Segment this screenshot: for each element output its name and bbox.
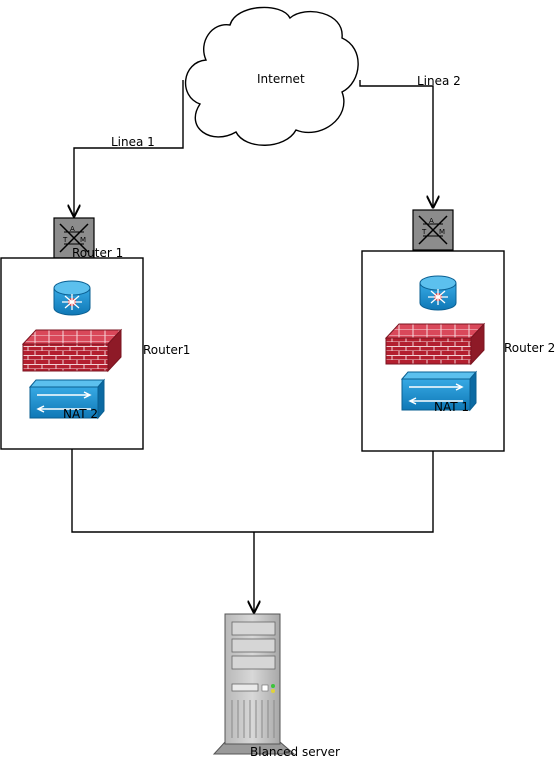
nat-switch-icon bbox=[400, 370, 478, 412]
internet-label: Internet bbox=[257, 72, 305, 86]
layer3-switch-icon bbox=[53, 280, 91, 316]
router-1-group: A T M Router 1 Router1 NAT 2 bbox=[0, 217, 190, 450]
router-2-group: A T M Router 2 NAT 1 bbox=[361, 209, 555, 452]
svg-text:T: T bbox=[62, 236, 68, 244]
atm-switch-icon: A T M bbox=[53, 217, 95, 259]
svg-text:M: M bbox=[80, 236, 86, 244]
router-1-nat-label: NAT 2 bbox=[63, 407, 98, 421]
router-2-side-label: Router 2 bbox=[504, 341, 555, 355]
link-linea-1: Linea 1 bbox=[74, 80, 184, 216]
firewall-icon bbox=[384, 322, 486, 366]
firewall-icon bbox=[21, 328, 123, 373]
server-tower-icon bbox=[212, 613, 296, 755]
svg-text:T: T bbox=[421, 228, 427, 236]
router-1-atm-label: Router 1 bbox=[72, 246, 123, 260]
server-links bbox=[71, 449, 434, 612]
server-label: Blanced server bbox=[250, 745, 340, 759]
internet-cloud: Internet bbox=[184, 6, 359, 146]
router-2-nat-label: NAT 1 bbox=[434, 400, 469, 414]
svg-text:M: M bbox=[439, 228, 445, 236]
link-label-linea-1: Linea 1 bbox=[111, 135, 155, 149]
svg-text:A: A bbox=[429, 217, 434, 225]
svg-text:A: A bbox=[70, 225, 75, 233]
nat-switch-icon bbox=[28, 378, 106, 420]
link-linea-2: Linea 2 bbox=[359, 74, 461, 207]
router-1-side-label: Router1 bbox=[143, 343, 190, 357]
layer3-switch-icon bbox=[419, 275, 457, 311]
atm-switch-icon: A T M bbox=[412, 209, 454, 251]
link-label-linea-2: Linea 2 bbox=[417, 74, 461, 88]
